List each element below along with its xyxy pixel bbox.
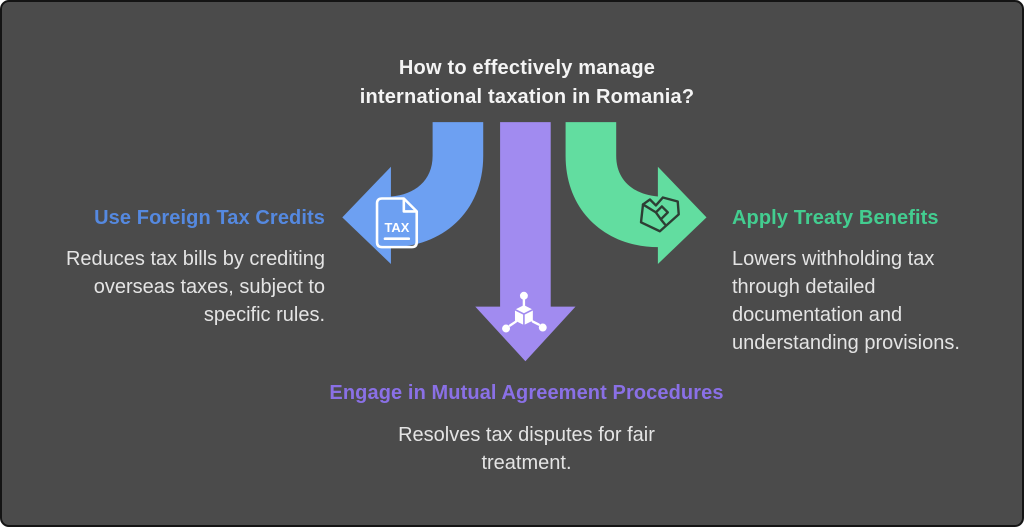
network-spokes — [508, 298, 540, 327]
left-branch-description: Reduces tax bills by crediting overseas … — [30, 245, 325, 329]
center-branch-heading: Engage in Mutual Agreement Procedures — [329, 382, 724, 404]
right-branch-heading: Apply Treaty Benefits — [732, 207, 939, 229]
handshake-icon — [639, 196, 680, 233]
title-line-1: How to effectively manage — [398, 57, 656, 79]
left-branch-heading: Use Foreign Tax Credits — [94, 207, 325, 229]
tax-document-outline — [375, 197, 419, 249]
right-branch-arrow — [565, 122, 707, 264]
handshake-clasp — [641, 203, 669, 226]
title-line-2: international taxation in Romania? — [359, 86, 695, 108]
page-title: How to effectively manage international … — [28, 54, 1022, 112]
network-cube-icon — [502, 291, 547, 333]
description-line: Lowers withholding tax — [732, 248, 935, 270]
tax-icon-label: TAX — [384, 220, 409, 235]
right-branch-block: Apply Treaty Benefits Lowers withholding… — [732, 205, 982, 357]
description-line: Resolves tax disputes for fair — [398, 424, 655, 446]
network-node-top — [519, 291, 528, 300]
right-branch-description: Lowers withholding tax through detailed … — [732, 245, 982, 357]
description-line: Reduces tax bills by crediting — [65, 248, 325, 270]
description-line: overseas taxes, subject to — [93, 276, 325, 298]
left-branch-arrow — [342, 122, 484, 264]
cube-facet-lines — [514, 308, 534, 326]
handshake-outline — [639, 196, 680, 233]
left-branch-block: Use Foreign Tax Credits Reduces tax bill… — [30, 205, 325, 329]
description-line: specific rules. — [203, 304, 325, 326]
description-line: through detailed — [732, 276, 876, 298]
network-node-right — [538, 323, 547, 332]
tax-document-fold — [402, 198, 418, 213]
description-line: documentation and — [732, 304, 903, 326]
center-branch-arrow — [475, 122, 576, 362]
tax-document-icon: TAX — [375, 197, 419, 249]
center-branch-description: Resolves tax disputes for fair treatment… — [276, 421, 777, 477]
description-line: understanding provisions. — [732, 332, 960, 354]
network-node-left — [502, 324, 511, 333]
description-line: treatment. — [481, 452, 572, 474]
center-branch-block: Engage in Mutual Agreement Procedures Re… — [276, 380, 777, 477]
